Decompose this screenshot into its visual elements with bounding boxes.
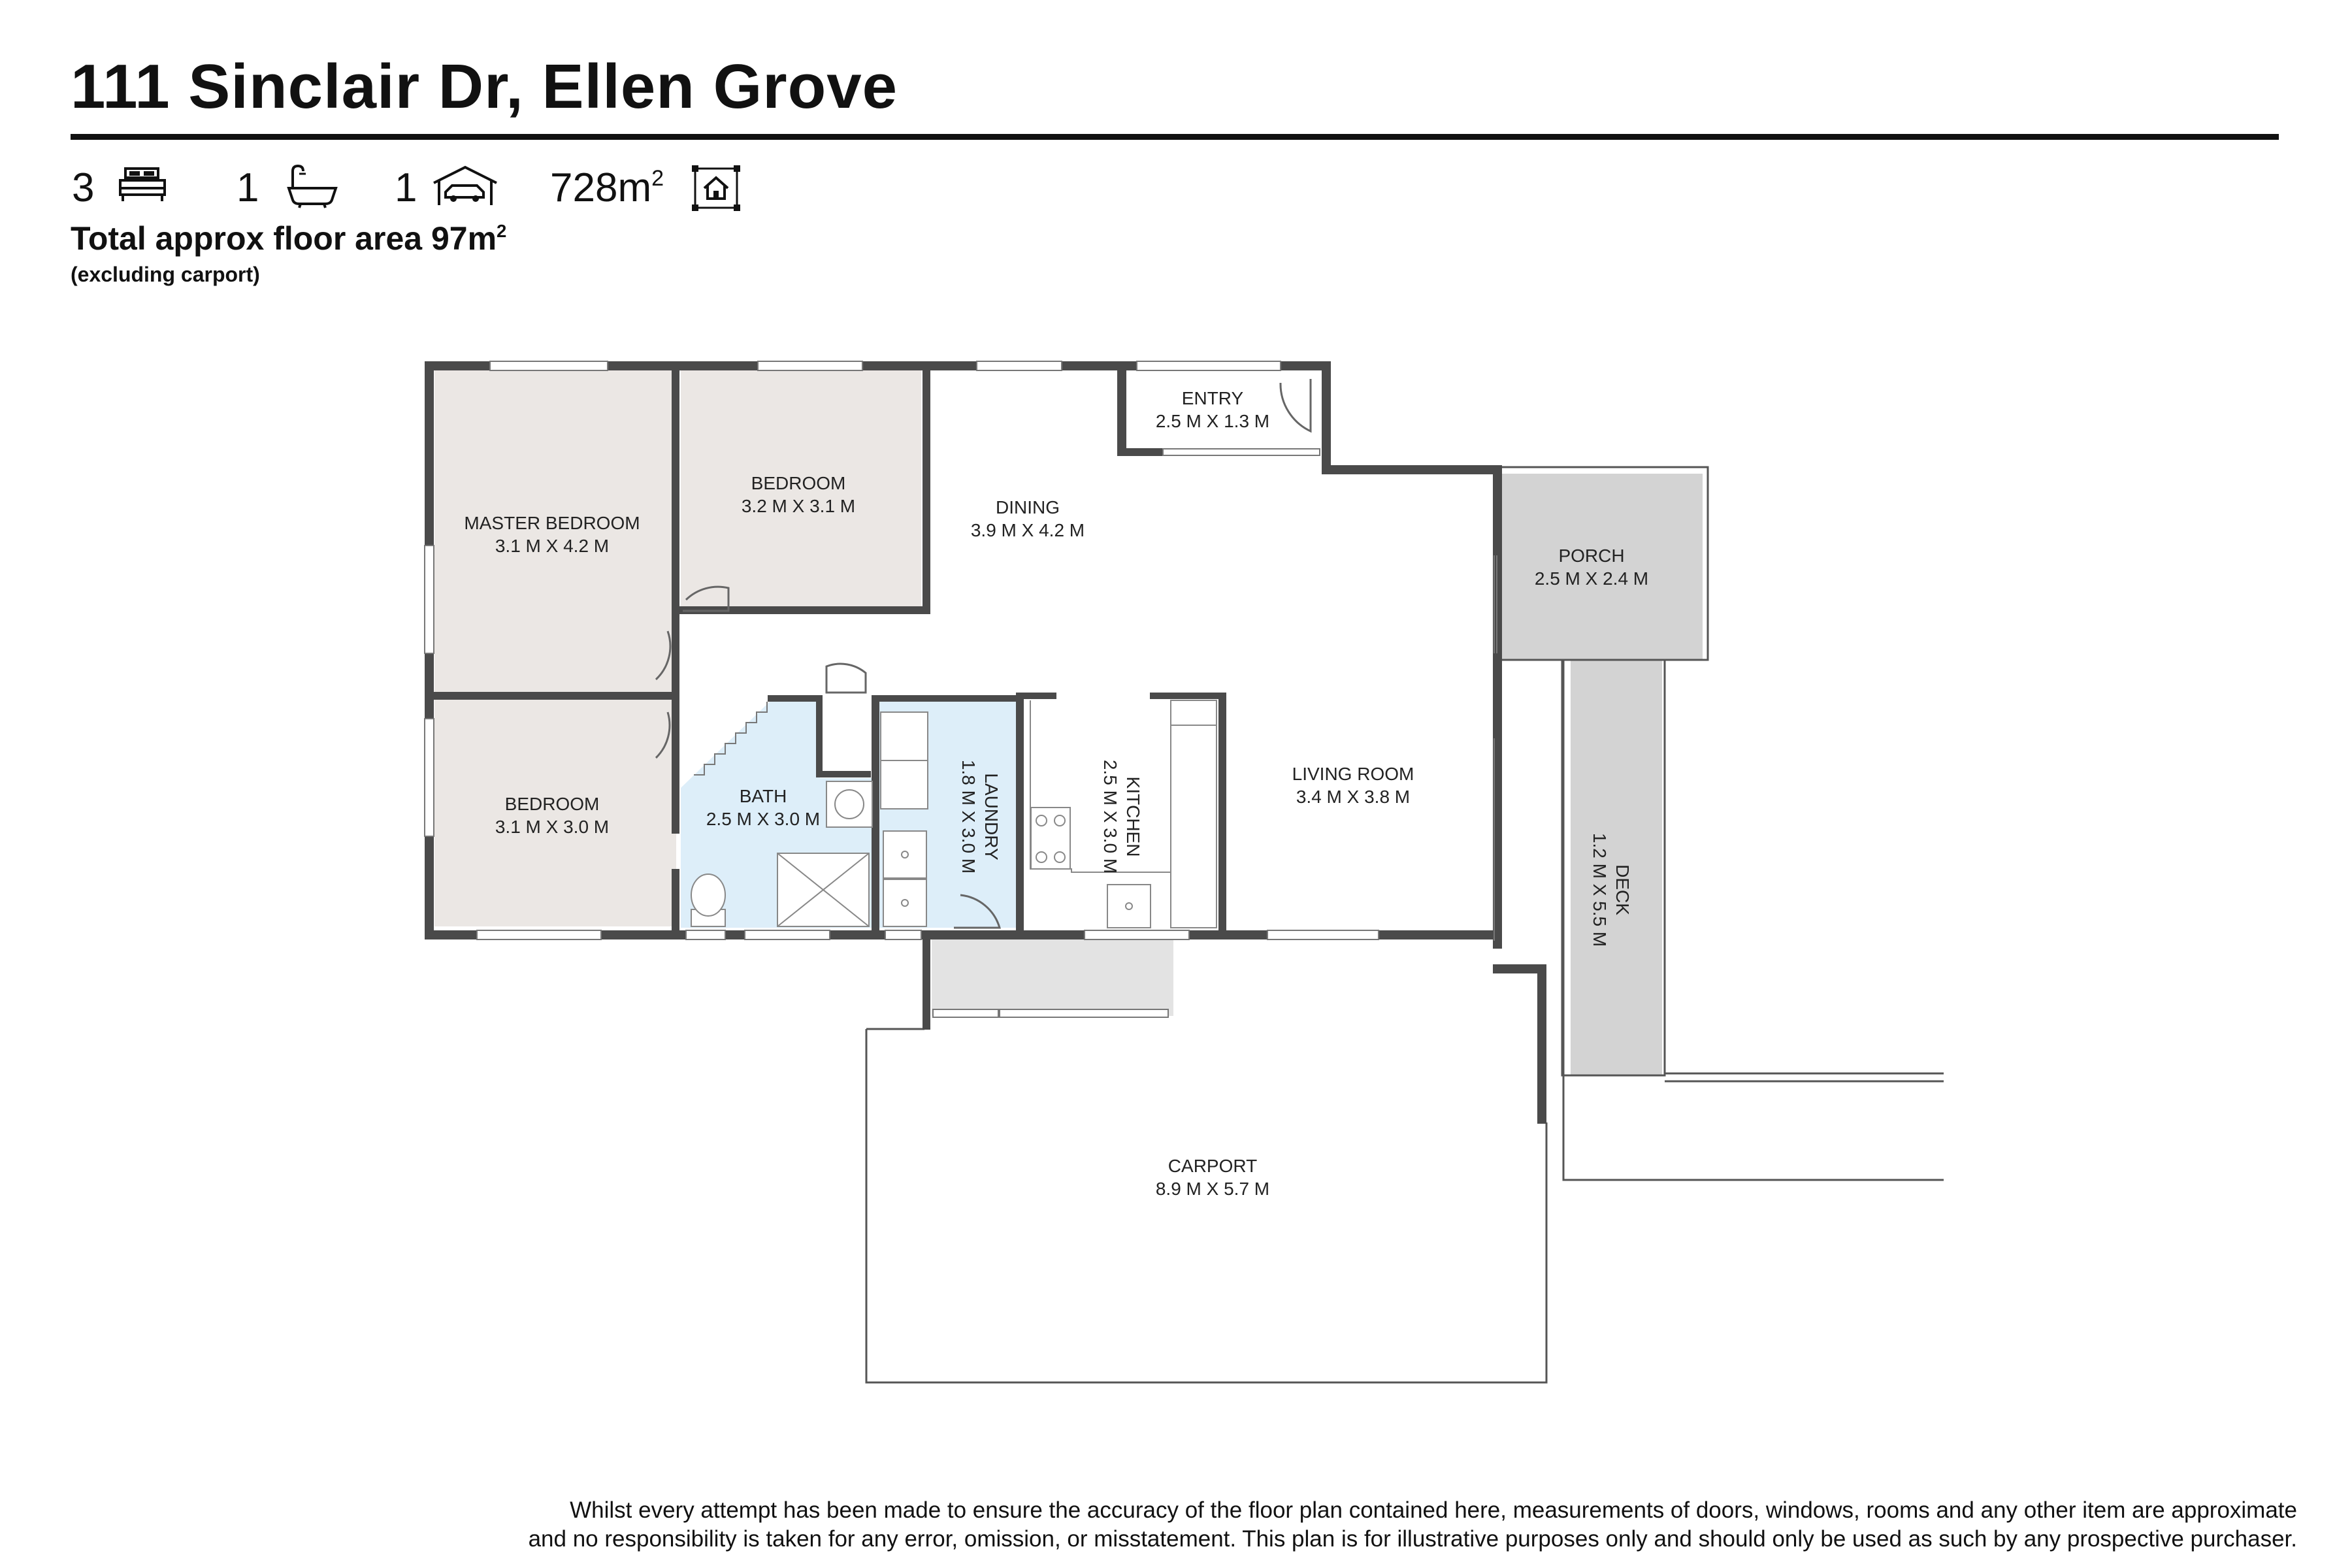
master-bedroom-floor [434,370,676,692]
header-divider [71,134,2279,140]
room-size-porch: 2.5 M X 2.4 M [1535,568,1648,589]
carspace-count: 1 [395,165,417,210]
deck-floor [1571,660,1662,1075]
bed-icon [119,167,166,201]
room-name-master-bedroom: MASTER BEDROOM [464,513,640,533]
total-floor-area: Total approx floor area 97m2 [71,220,507,257]
porch-floor [1501,474,1703,659]
room-size-carport: 8.9 M X 5.7 M [1156,1179,1269,1199]
room-size-entry: 2.5 M X 1.3 M [1156,411,1269,431]
room-size-deck: 1.2 M X 5.5 M [1590,833,1610,947]
room-name-carport: CARPORT [1168,1156,1257,1176]
room-name-bath: BATH [740,786,787,806]
room-name-bedroom-bottom: BEDROOM [505,794,600,814]
room-name-dining: DINING [996,497,1060,517]
room-name-laundry: LAUNDRY [981,773,1002,860]
room-size-dining: 3.9 M X 4.2 M [971,520,1085,540]
bedroom-top-floor [681,370,921,612]
disclaimer-line-1: Whilst every attempt has been made to en… [570,1497,2297,1523]
room-name-porch: PORCH [1558,546,1624,566]
disclaimer: Whilst every attempt has been made to en… [337,1496,2297,1554]
room-size-kitchen: 2.5 M X 3.0 M [1100,760,1120,874]
room-name-living-room: LIVING ROOM [1292,764,1414,784]
disclaimer-line-2: and no responsibility is taken for any e… [528,1526,2297,1552]
bathtub-icon [287,164,338,208]
room-size-bedroom-bottom: 3.1 M X 3.0 M [495,817,609,837]
carport-store-floor [932,936,1173,1016]
room-size-living-room: 3.4 M X 3.8 M [1296,787,1410,807]
room-size-laundry: 1.8 M X 3.0 M [958,760,979,874]
property-address: 111 Sinclair Dr, Ellen Grove [71,52,898,122]
room-size-bath: 2.5 M X 3.0 M [706,809,820,829]
land-area-icon [692,165,740,211]
garage-car-icon [433,165,497,205]
room-name-kitchen: KITCHEN [1123,777,1143,857]
floor-area-note: (excluding carport) [71,263,260,286]
room-name-entry: ENTRY [1182,388,1244,408]
room-name-deck: DECK [1612,864,1633,915]
bedroom-count: 3 [72,165,95,210]
bedroom-bottom-floor [434,696,676,926]
land-area: 728m2 [550,165,664,210]
room-size-master-bedroom: 3.1 M X 4.2 M [495,536,609,556]
bathroom-count: 1 [237,165,259,210]
room-name-bedroom-top: BEDROOM [751,473,846,493]
room-size-bedroom-top: 3.2 M X 3.1 M [742,496,855,516]
